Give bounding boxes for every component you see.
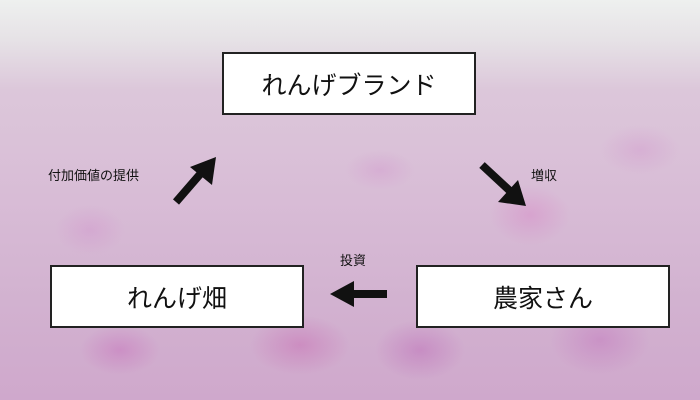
node-farmer: 農家さん (416, 265, 670, 328)
arrow-left-icon (330, 281, 387, 307)
label-investment: 投資 (340, 254, 367, 269)
node-renge-brand: れんげブランド (222, 52, 476, 115)
label-income-increase: 増収 (531, 169, 558, 184)
arrow-up-right-icon (172, 157, 216, 205)
label-added-value: 付加価値の提供 (48, 169, 140, 184)
arrow-down-right-icon (479, 162, 526, 206)
node-renge-field: れんげ畑 (50, 265, 304, 328)
